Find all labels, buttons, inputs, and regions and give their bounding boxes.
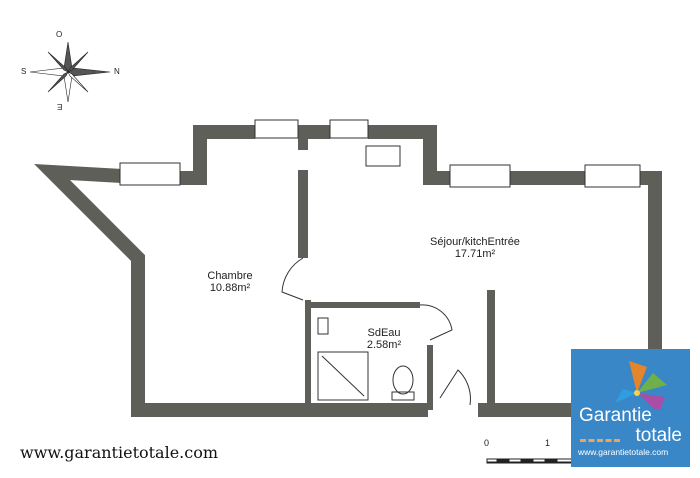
logo-line2: totale bbox=[635, 425, 682, 446]
scale-bar bbox=[486, 458, 576, 464]
fixtures bbox=[317, 145, 415, 401]
garantie-totale-logo: Garantie totale www.garantietotale.com bbox=[571, 349, 690, 467]
logo-dash bbox=[580, 439, 620, 442]
scale-tick-0: 0 bbox=[484, 438, 490, 448]
outer-wall-top-right bbox=[368, 125, 450, 185]
scale-tick-1: 1 bbox=[545, 438, 551, 448]
pinwheel-icon bbox=[615, 361, 667, 409]
logo-url: www.garantietotale.com bbox=[578, 447, 669, 457]
logo-line1: Garantie bbox=[579, 405, 652, 426]
compass-north-label: N bbox=[114, 67, 120, 76]
sink-icon bbox=[365, 145, 401, 167]
compass-east-label: E bbox=[57, 102, 63, 111]
doors bbox=[281, 257, 471, 406]
basin-icon bbox=[317, 317, 329, 335]
website-text: www.garantietotale.com bbox=[20, 443, 219, 462]
compass-west-label: O bbox=[56, 30, 63, 39]
outer-wall-top-left bbox=[180, 125, 255, 185]
walls bbox=[34, 125, 662, 417]
outer-wall-left bbox=[34, 163, 428, 417]
toilet-icon bbox=[392, 365, 414, 395]
shower-icon bbox=[317, 351, 369, 401]
compass-rose-icon bbox=[29, 41, 111, 103]
compass-south-label: S bbox=[21, 67, 27, 76]
windows bbox=[119, 119, 641, 188]
outer-wall-far-right bbox=[640, 171, 662, 360]
